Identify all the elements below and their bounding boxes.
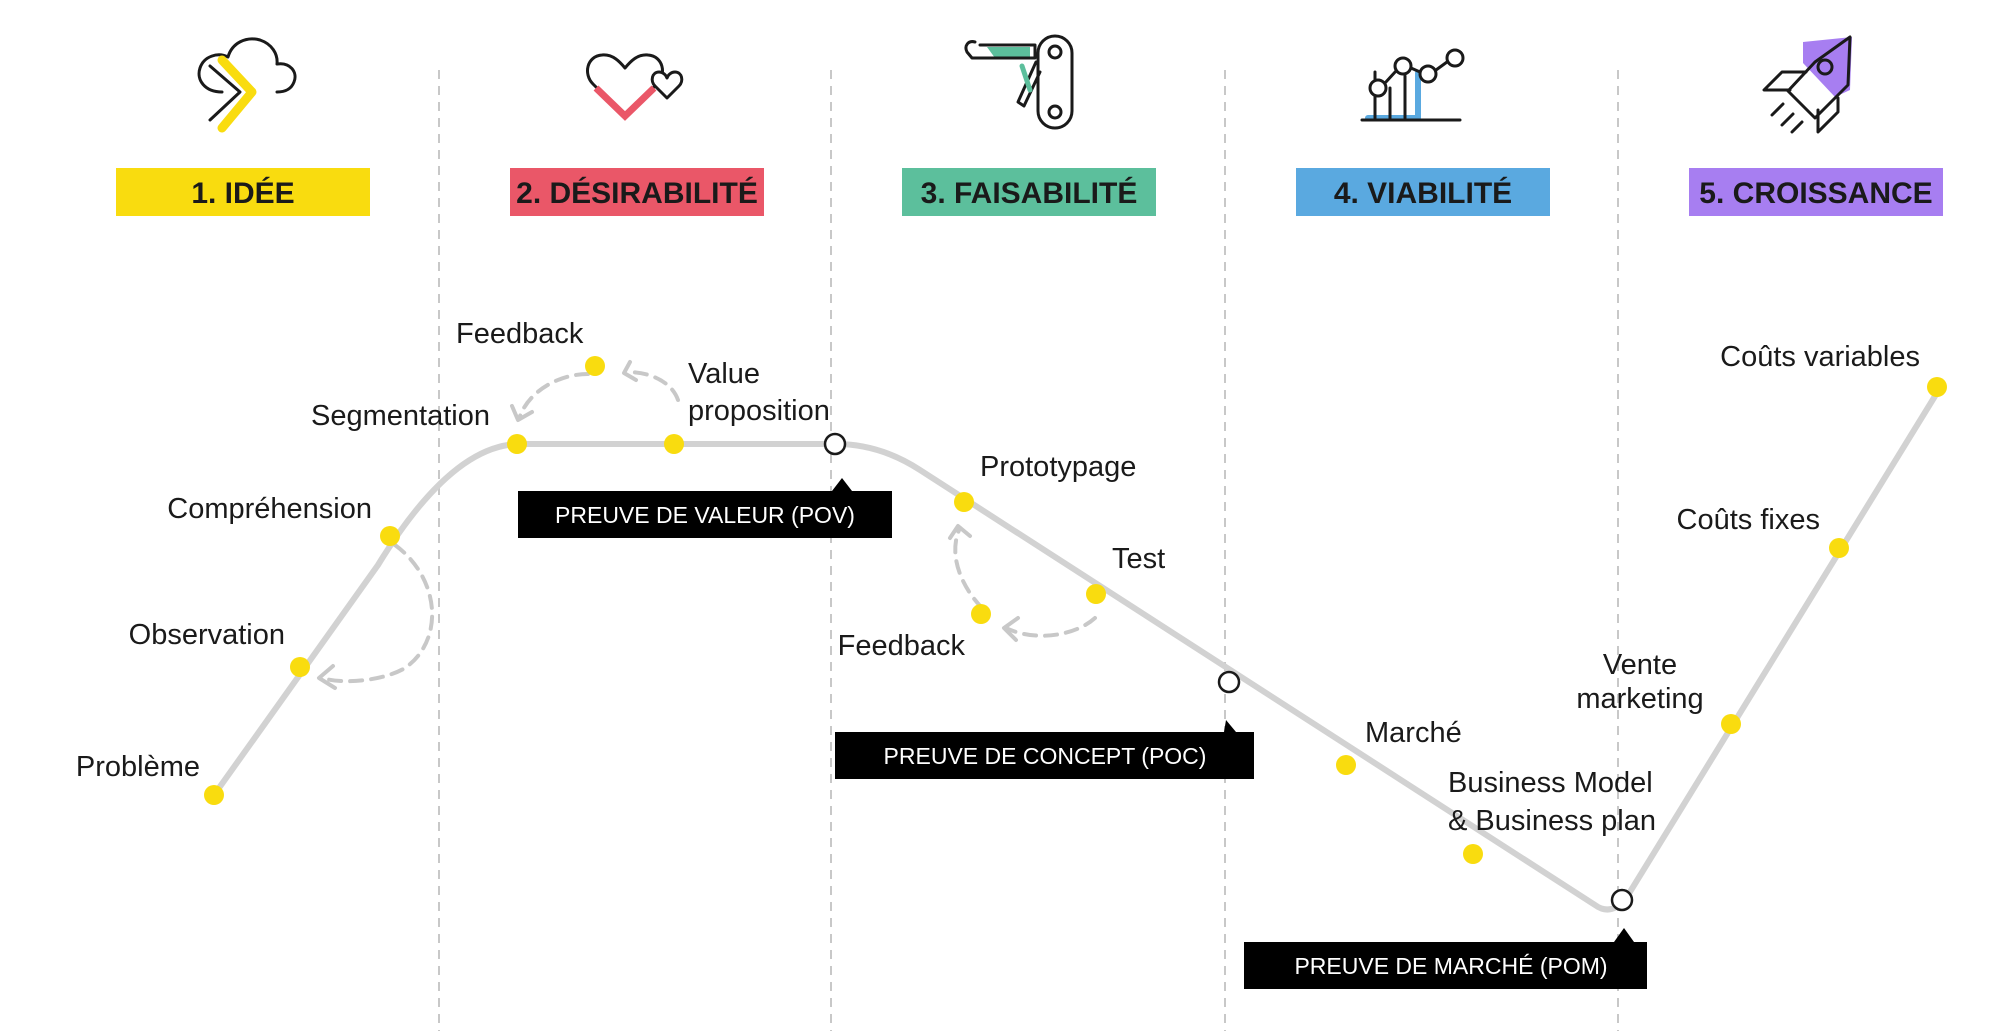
phase-gates bbox=[823, 432, 1634, 912]
label-prototypage: Prototypage bbox=[980, 451, 1136, 483]
label-marketing: marketing bbox=[1576, 683, 1703, 715]
hearts-icon bbox=[586, 53, 684, 121]
label-business-model: Business Model bbox=[1448, 767, 1653, 799]
phase-label: 2. DÉSIRABILITÉ bbox=[516, 176, 758, 210]
gate-pom bbox=[1610, 888, 1634, 912]
arrow-head bbox=[948, 524, 972, 540]
label-observation: Observation bbox=[129, 619, 285, 651]
phase-banner-bg bbox=[902, 168, 1156, 216]
dot-marche bbox=[1336, 755, 1356, 775]
phase-label: 4. VIABILITÉ bbox=[1334, 176, 1512, 210]
phase-banner-croissance: 5. CROISSANCE bbox=[1689, 168, 1943, 216]
dot-value-proposition bbox=[664, 434, 684, 454]
arrow-head bbox=[622, 360, 638, 382]
dot-prototypage bbox=[954, 492, 974, 512]
gate-pov bbox=[823, 432, 847, 456]
process-path bbox=[211, 385, 1943, 913]
proof-label: PREUVE DE MARCHÉ (POM) bbox=[1294, 953, 1607, 979]
label-proposition: proposition bbox=[688, 395, 830, 427]
step-labels: Problème Observation Compréhension Segme… bbox=[76, 318, 1920, 837]
dot-couts-variables bbox=[1927, 377, 1947, 397]
dot-couts-fixes bbox=[1829, 538, 1849, 558]
proof-banner-bg bbox=[835, 732, 1254, 779]
proof-banner-bg bbox=[518, 491, 892, 538]
label-vente: Vente bbox=[1603, 649, 1677, 681]
proof-banner-pom: PREUVE DE MARCHÉ (POM) bbox=[1244, 928, 1647, 989]
gate-poc bbox=[1217, 670, 1241, 694]
column-dividers bbox=[438, 70, 1619, 1031]
label-segmentation: Segmentation bbox=[311, 400, 490, 432]
arrow-head bbox=[510, 404, 534, 422]
bar-chart-icon bbox=[1360, 48, 1465, 122]
phase-banner-bg bbox=[510, 168, 764, 216]
proof-banner-notch bbox=[832, 478, 852, 491]
milestone-dots bbox=[204, 356, 1947, 864]
label-test: Test bbox=[1112, 543, 1165, 575]
proof-label: PREUVE DE VALEUR (POV) bbox=[555, 502, 855, 528]
proof-label: PREUVE DE CONCEPT (POC) bbox=[884, 743, 1207, 769]
dot-segmentation bbox=[507, 434, 527, 454]
dot-observation bbox=[290, 657, 310, 677]
proof-banner-poc: PREUVE DE CONCEPT (POC) bbox=[835, 720, 1254, 779]
label-couts-fixes: Coûts fixes bbox=[1677, 504, 1820, 536]
label-marche: Marché bbox=[1365, 717, 1462, 749]
dot-feedback-2 bbox=[971, 604, 991, 624]
arrow-head bbox=[1002, 616, 1020, 642]
dot-test bbox=[1086, 584, 1106, 604]
label-feedback-2: Feedback bbox=[838, 630, 966, 662]
label-probleme: Problème bbox=[76, 751, 200, 783]
dot-comprehension bbox=[380, 526, 400, 546]
label-comprehension: Compréhension bbox=[167, 493, 372, 525]
proof-banner-notch bbox=[1224, 720, 1236, 732]
rocket-icon bbox=[1762, 35, 1852, 134]
label-couts-variables: Coûts variables bbox=[1720, 341, 1920, 373]
phase-banner-viabilite: 4. VIABILITÉ bbox=[1296, 168, 1550, 216]
phase-banner-idee: 1. IDÉE bbox=[116, 168, 370, 216]
dot-vente-marketing bbox=[1721, 714, 1741, 734]
proof-banner-notch bbox=[1614, 928, 1634, 942]
phase-banner-bg bbox=[1689, 168, 1943, 216]
phase-banner-bg bbox=[116, 168, 370, 216]
label-value: Value bbox=[688, 358, 760, 390]
phase-banner-bg bbox=[1296, 168, 1550, 216]
cloud-arrow-icon bbox=[197, 37, 297, 133]
dot-feedback-1 bbox=[585, 356, 605, 376]
label-feedback-1: Feedback bbox=[456, 318, 584, 350]
label-business-plan: & Business plan bbox=[1448, 805, 1656, 837]
swiss-knife-icon bbox=[964, 34, 1074, 130]
proof-banner-bg bbox=[1244, 942, 1647, 989]
phase-label: 3. FAISABILITÉ bbox=[921, 176, 1138, 210]
dot-business-model bbox=[1463, 844, 1483, 864]
phase-banner-desirabilite: 2. DÉSIRABILITÉ bbox=[510, 168, 764, 216]
proof-banner-pov: PREUVE DE VALEUR (POV) bbox=[518, 478, 892, 538]
arrow-head bbox=[317, 664, 337, 690]
feedback-arrowheads bbox=[317, 360, 1020, 690]
feedback-loop-1 bbox=[320, 370, 1097, 684]
dot-probleme bbox=[204, 785, 224, 805]
phase-banner-faisabilite: 3. FAISABILITÉ bbox=[902, 168, 1156, 216]
phase-label: 5. CROISSANCE bbox=[1699, 177, 1932, 210]
phase-label: 1. IDÉE bbox=[191, 176, 294, 210]
